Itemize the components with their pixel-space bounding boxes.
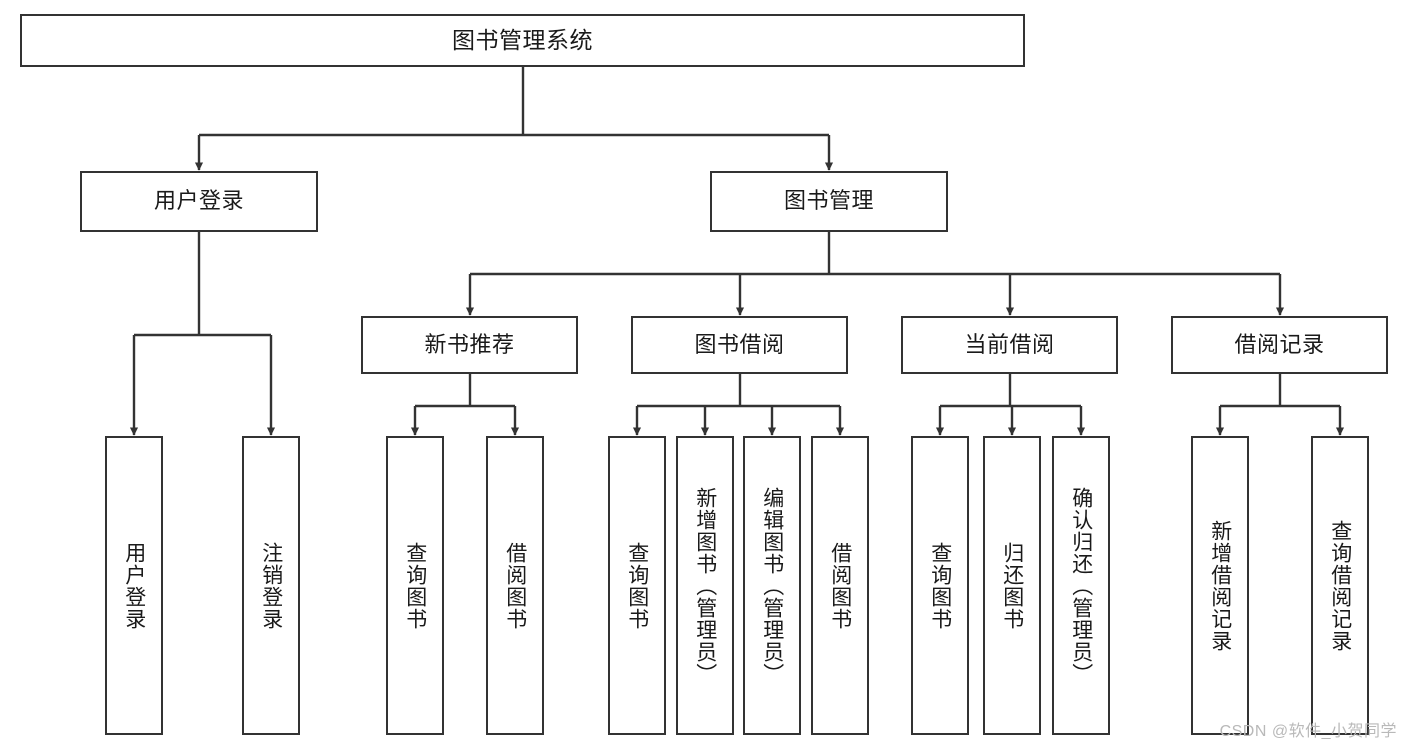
node-l-bb-query[interactable]: 查询图书 [608,436,666,735]
node-label: 图书管理系统 [452,26,593,53]
node-label: 图书管理 [783,188,874,214]
node-l-bb-add[interactable]: 新增图书（管理员） [676,436,734,735]
node-l-login[interactable]: 用户登录 [105,436,163,735]
node-label: 借阅图书 [828,541,852,630]
node-label: 注销登录 [259,541,283,630]
node-label: 用户登录 [122,541,146,630]
node-bookmgmt[interactable]: 图书管理 [710,171,948,232]
node-records[interactable]: 借阅记录 [1171,316,1388,374]
node-label: 查询图书 [403,541,427,630]
node-l-rc-add[interactable]: 新增借阅记录 [1191,436,1249,735]
node-label: 新增图书（管理员） [693,486,717,685]
node-l-nb-borrow[interactable]: 借阅图书 [486,436,544,735]
node-l-bb-edit[interactable]: 编辑图书（管理员） [743,436,801,735]
node-label: 新增借阅记录 [1208,519,1232,652]
node-label: 归还图书 [1000,541,1024,630]
node-newbook[interactable]: 新书推荐 [361,316,578,374]
node-label: 当前借阅 [964,331,1055,357]
node-label: 图书借阅 [694,331,785,357]
node-current[interactable]: 当前借阅 [901,316,1118,374]
node-l-cb-query[interactable]: 查询图书 [911,436,969,735]
node-label: 确认归还（管理员） [1069,486,1093,685]
node-label: 查询图书 [928,541,952,630]
node-root[interactable]: 图书管理系统 [20,14,1025,67]
node-label: 借阅图书 [503,541,527,630]
node-label: 查询借阅记录 [1328,519,1352,652]
node-label: 新书推荐 [424,331,515,357]
node-label: 编辑图书（管理员） [760,486,784,685]
node-l-nb-query[interactable]: 查询图书 [386,436,444,735]
node-l-bb-borrow[interactable]: 借阅图书 [811,436,869,735]
node-borrow[interactable]: 图书借阅 [631,316,848,374]
node-l-cb-confirm[interactable]: 确认归还（管理员） [1052,436,1110,735]
node-label: 查询图书 [625,541,649,630]
node-l-rc-query[interactable]: 查询借阅记录 [1311,436,1369,735]
node-label: 用户登录 [153,188,244,214]
node-label: 借阅记录 [1234,331,1325,357]
node-l-logout[interactable]: 注销登录 [242,436,300,735]
node-l-cb-return[interactable]: 归还图书 [983,436,1041,735]
watermark-label: CSDN @软件_小贺同学 [1219,723,1397,740]
node-login[interactable]: 用户登录 [80,171,318,232]
